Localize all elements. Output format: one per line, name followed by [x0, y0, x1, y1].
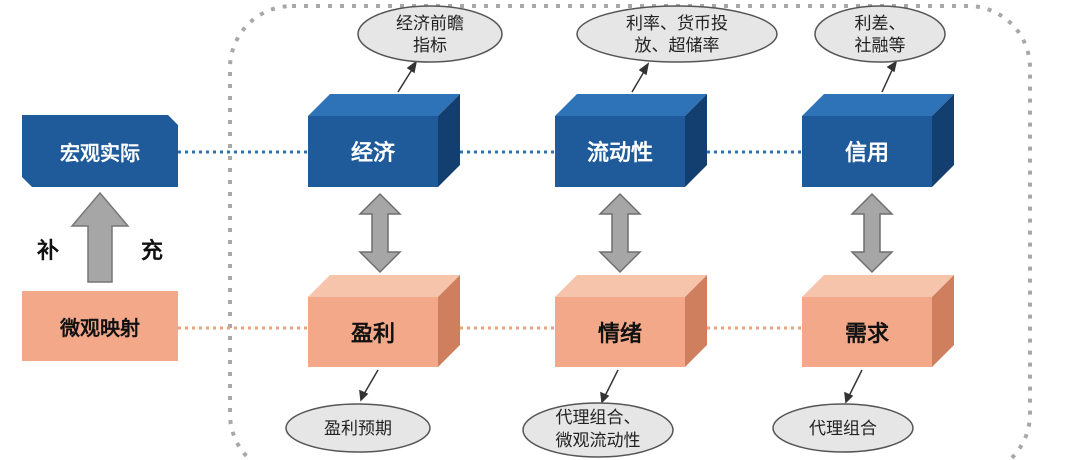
block-profit: 盈利 [308, 275, 460, 367]
block-sentiment-label: 情绪 [598, 321, 642, 347]
bubble-sentiment: 代理组合、 微观流动性 [522, 402, 674, 458]
bubble-liquidity-line2: 放、超储率 [635, 36, 720, 56]
bubble-credit: 利差、 社融等 [814, 5, 946, 63]
micro-label: 微观映射 [59, 316, 140, 340]
bubble-profit-line1: 盈利预期 [324, 419, 392, 439]
pointer-profit [363, 369, 379, 395]
bubble-liquidity: 利率、货币投 放、超储率 [576, 5, 778, 63]
macro-label: 宏观实际 [60, 141, 140, 165]
pointer-credit-head [886, 60, 898, 73]
block-demand: 需求 [802, 275, 954, 367]
supplement-right-label: 充 [141, 238, 163, 264]
pointer-economy-head [406, 60, 418, 74]
bubble-economy-line1: 经济前瞻 [396, 14, 464, 34]
pointer-liquidity [631, 69, 646, 93]
pointer-liquidity-head [638, 62, 650, 76]
pointer-demand [848, 369, 863, 397]
pointer-credit [881, 67, 894, 93]
double-arrow-liquidity-sentiment [598, 192, 642, 274]
supplement-left-label: 补 [36, 239, 59, 264]
double-arrow-credit-demand [850, 192, 894, 274]
bubble-demand: 代理组合 [772, 403, 914, 453]
bubble-sentiment-line1: 代理组合、 [556, 408, 641, 428]
bubble-economy-line2: 指标 [413, 36, 447, 56]
dashed-frame [228, 4, 1032, 460]
double-arrow-economy-profit [358, 192, 402, 274]
bubble-credit-line2: 社融等 [855, 36, 906, 56]
bubble-liquidity-line1: 利率、货币投 [626, 14, 728, 34]
block-profit-label: 盈利 [350, 322, 395, 347]
block-credit-label: 信用 [845, 140, 889, 166]
pointer-sentiment [604, 369, 619, 397]
bubble-credit-line1: 利差、 [855, 14, 906, 34]
block-liquidity-label: 流动性 [587, 140, 653, 166]
block-sentiment: 情绪 [555, 275, 707, 367]
block-economy-label: 经济 [351, 140, 396, 166]
bubble-sentiment-line2: 微观流动性 [556, 431, 641, 451]
bubble-demand-line1: 代理组合 [809, 419, 877, 439]
block-credit: 信用 [802, 94, 954, 187]
pointer-sentiment-head [600, 391, 610, 404]
pointer-profit-head [359, 389, 369, 402]
block-liquidity: 流动性 [555, 94, 707, 187]
bubble-economy: 经济前瞻 指标 [357, 5, 503, 63]
block-economy: 经济 [308, 94, 460, 187]
pointer-economy [397, 67, 414, 93]
block-demand-label: 需求 [845, 322, 889, 347]
pointer-demand-head [844, 391, 854, 404]
supplement-up-arrow [70, 191, 130, 283]
macro-box: 宏观实际 [22, 115, 178, 187]
bubble-profit: 盈利预期 [285, 403, 431, 453]
micro-box: 微观映射 [22, 291, 178, 361]
